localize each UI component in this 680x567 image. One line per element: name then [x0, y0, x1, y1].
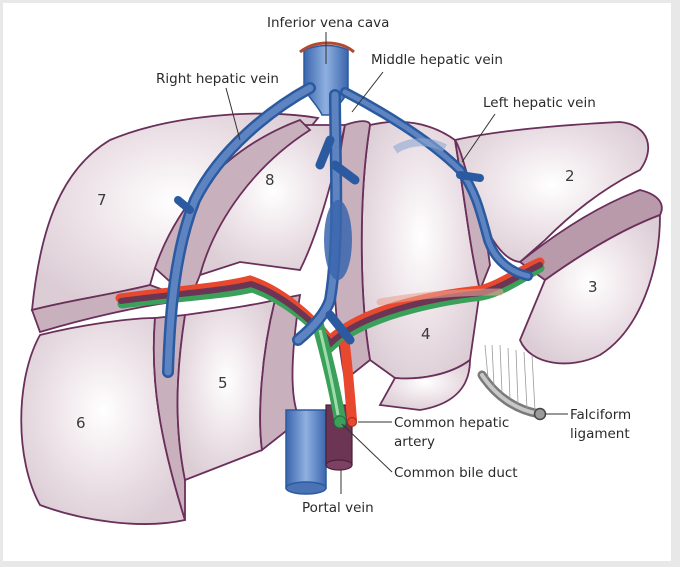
figure-frame: 7 8 2 3 4 5 6 Inferior vena cava Middle … — [3, 3, 671, 561]
label-left-hepatic-vein: Left hepatic vein — [483, 95, 596, 111]
falciform-ligament — [477, 370, 545, 419]
falciform-fibers — [484, 344, 536, 412]
liver-anatomy-diagram: 7 8 2 3 4 5 6 Inferior vena cava Middle … — [20, 15, 663, 525]
ivc-lower — [285, 409, 327, 489]
falciform-end — [533, 407, 547, 421]
label-inferior-vena-cava: Inferior vena cava — [267, 15, 389, 31]
label-common-hepatic-artery-1: Common hepatic — [394, 415, 509, 431]
label-middle-hepatic-vein: Middle hepatic vein — [371, 52, 503, 68]
common-hepatic-artery — [340, 340, 357, 425]
label-falciform-2: ligament — [570, 426, 630, 442]
label-common-hepatic-artery-2: artery — [394, 434, 435, 450]
label-right-hepatic-vein: Right hepatic vein — [156, 71, 279, 87]
segment-8-side — [153, 118, 312, 302]
segment-4b-right — [378, 358, 471, 411]
segment-label-3: 3 — [588, 278, 598, 296]
segment-3-surface — [519, 213, 661, 365]
segment-2-surface — [453, 121, 650, 263]
segment-label-7: 7 — [97, 191, 107, 209]
hepatic-veins — [162, 41, 533, 378]
portal-triad-branches — [115, 257, 545, 353]
segment-label-5: 5 — [218, 374, 228, 392]
segment-label-4: 4 — [421, 325, 431, 343]
segment-label-2: 2 — [565, 167, 575, 185]
label-falciform-1: Falciform — [570, 407, 631, 423]
segment-label-6: 6 — [76, 414, 86, 432]
segment-label-8: 8 — [265, 171, 275, 189]
vein-accent — [324, 200, 352, 280]
leader-lines — [225, 32, 568, 494]
label-portal-vein: Portal vein — [302, 500, 374, 516]
label-common-bile-duct: Common bile duct — [394, 465, 518, 481]
ivc-cap — [299, 41, 355, 54]
